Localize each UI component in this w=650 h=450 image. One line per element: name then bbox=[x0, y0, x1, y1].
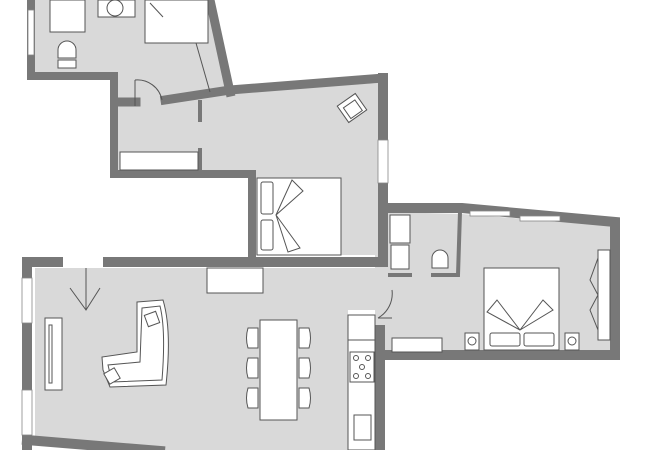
kitchen-sink-icon bbox=[353, 414, 372, 441]
shower-screen bbox=[195, 42, 211, 93]
wall bbox=[22, 257, 63, 450]
wardrobe bbox=[597, 249, 611, 341]
window bbox=[519, 215, 561, 222]
cushion bbox=[143, 310, 161, 328]
wardrobe bbox=[119, 151, 199, 171]
cushion bbox=[103, 367, 121, 385]
sink-icon bbox=[106, 0, 124, 17]
chair-icon bbox=[298, 327, 311, 349]
armchair-icon bbox=[336, 92, 368, 124]
wall bbox=[378, 203, 620, 360]
door-swing-icon bbox=[134, 79, 163, 106]
lamp-icon bbox=[567, 336, 577, 346]
window bbox=[21, 277, 33, 324]
chair-icon bbox=[298, 387, 311, 409]
kitchen bbox=[347, 289, 393, 450]
shower-line bbox=[149, 2, 164, 18]
dining-chairs bbox=[246, 327, 311, 409]
chair-icon bbox=[246, 357, 259, 379]
wardrobe-hangers bbox=[589, 257, 599, 331]
ensuite-sink-icon bbox=[390, 244, 410, 270]
window bbox=[21, 389, 33, 436]
bed-cover bbox=[275, 179, 304, 253]
fridge bbox=[347, 314, 376, 341]
entry-arrow-icon bbox=[69, 268, 101, 311]
chair-icon bbox=[246, 387, 259, 409]
ensuite-toilet-icon bbox=[431, 249, 449, 269]
wall bbox=[21, 434, 166, 450]
door-swing-icon bbox=[377, 289, 393, 319]
shower-icon bbox=[144, 0, 209, 44]
lamp-icon bbox=[467, 336, 477, 346]
dining-table bbox=[259, 319, 298, 421]
nightstand bbox=[464, 332, 480, 351]
window bbox=[469, 210, 511, 217]
nightstand bbox=[564, 332, 580, 351]
pillow bbox=[260, 181, 274, 215]
wall bbox=[205, 0, 236, 98]
tv-unit bbox=[44, 317, 63, 391]
toilet-tank bbox=[57, 59, 77, 69]
pillow bbox=[489, 332, 521, 347]
right-bedroom-furniture bbox=[389, 214, 611, 353]
pillow bbox=[260, 219, 274, 251]
tv-icon bbox=[48, 324, 53, 384]
bed-cover bbox=[486, 299, 554, 331]
window bbox=[377, 139, 389, 184]
middle-bedroom-furniture bbox=[119, 79, 368, 256]
window bbox=[27, 9, 35, 56]
windows bbox=[21, 9, 561, 436]
chair-icon bbox=[298, 357, 311, 379]
top-bathroom-fixtures bbox=[49, 0, 211, 93]
sideboard bbox=[206, 267, 264, 294]
wall bbox=[431, 209, 463, 277]
wall bbox=[27, 0, 256, 263]
wall bbox=[159, 73, 388, 106]
toilet-icon bbox=[57, 40, 77, 59]
chair-icon bbox=[246, 327, 259, 349]
ensuite-shower bbox=[389, 214, 411, 244]
dresser bbox=[391, 337, 443, 353]
living-room-furniture bbox=[44, 267, 311, 421]
pillow bbox=[523, 332, 555, 347]
bathtub-icon bbox=[49, 0, 86, 33]
